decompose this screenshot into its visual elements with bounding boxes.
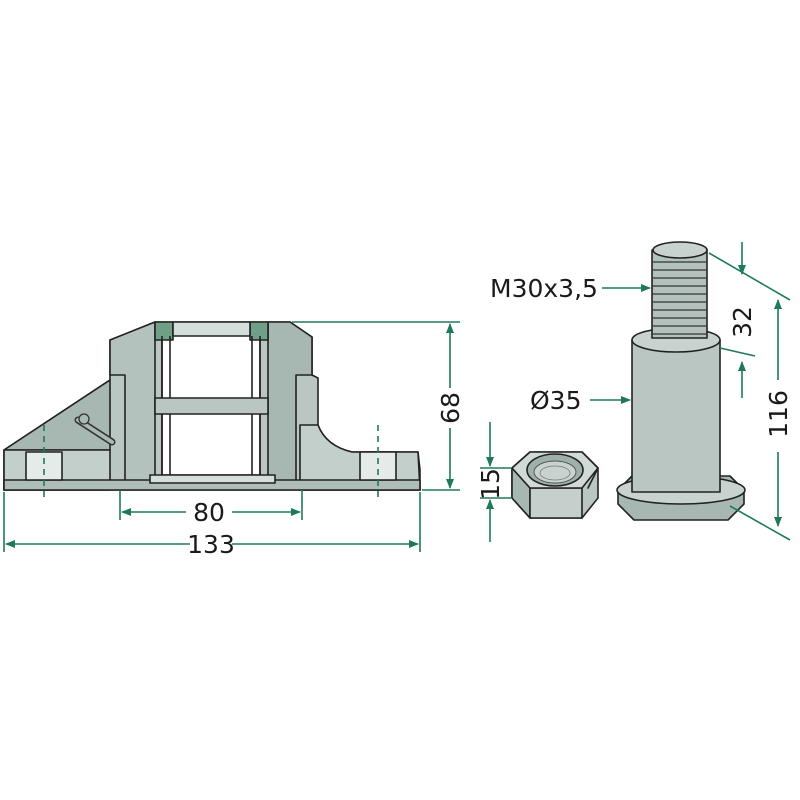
dimension-lines <box>3 242 791 552</box>
label-base-width: 133 <box>187 530 235 559</box>
label-nut-height: 15 <box>476 468 505 500</box>
blade-holder-housing <box>3 321 421 500</box>
label-thread-length: 32 <box>728 306 757 338</box>
hex-nut <box>511 451 599 519</box>
label-thread-spec: M30x3,5 <box>490 274 598 303</box>
locking-screw <box>74 413 116 446</box>
blade-pin <box>616 241 746 521</box>
label-pin-diameter: Ø35 <box>530 386 582 415</box>
label-pin-length: 116 <box>764 390 793 438</box>
label-bolt-spacing: 80 <box>193 498 225 527</box>
label-housing-height: 68 <box>436 392 465 424</box>
